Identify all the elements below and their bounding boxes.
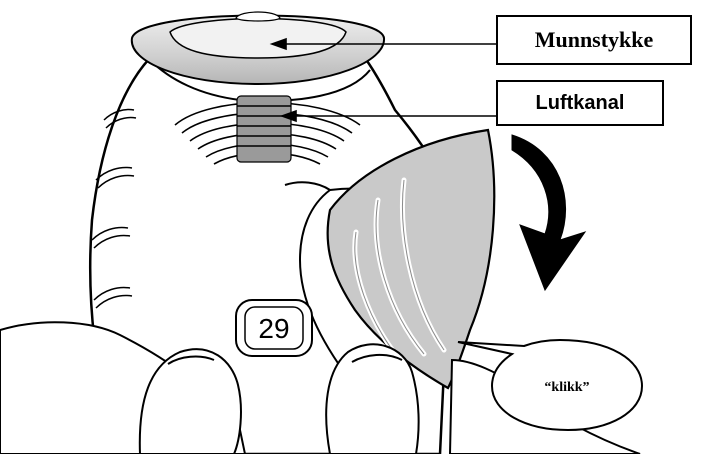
- air-channel-label: Luftkanal: [496, 80, 664, 126]
- mouthpiece-label-text: Munnstykke: [535, 27, 654, 53]
- mouthpiece-label: Munnstykke: [496, 15, 692, 65]
- dose-counter-value: 29: [258, 313, 289, 344]
- curved-arrow-down-icon: [512, 135, 585, 290]
- dose-counter: 29: [236, 300, 312, 356]
- air-channel-label-text: Luftkanal: [536, 92, 625, 115]
- click-sound-label: “klikk”: [544, 380, 589, 395]
